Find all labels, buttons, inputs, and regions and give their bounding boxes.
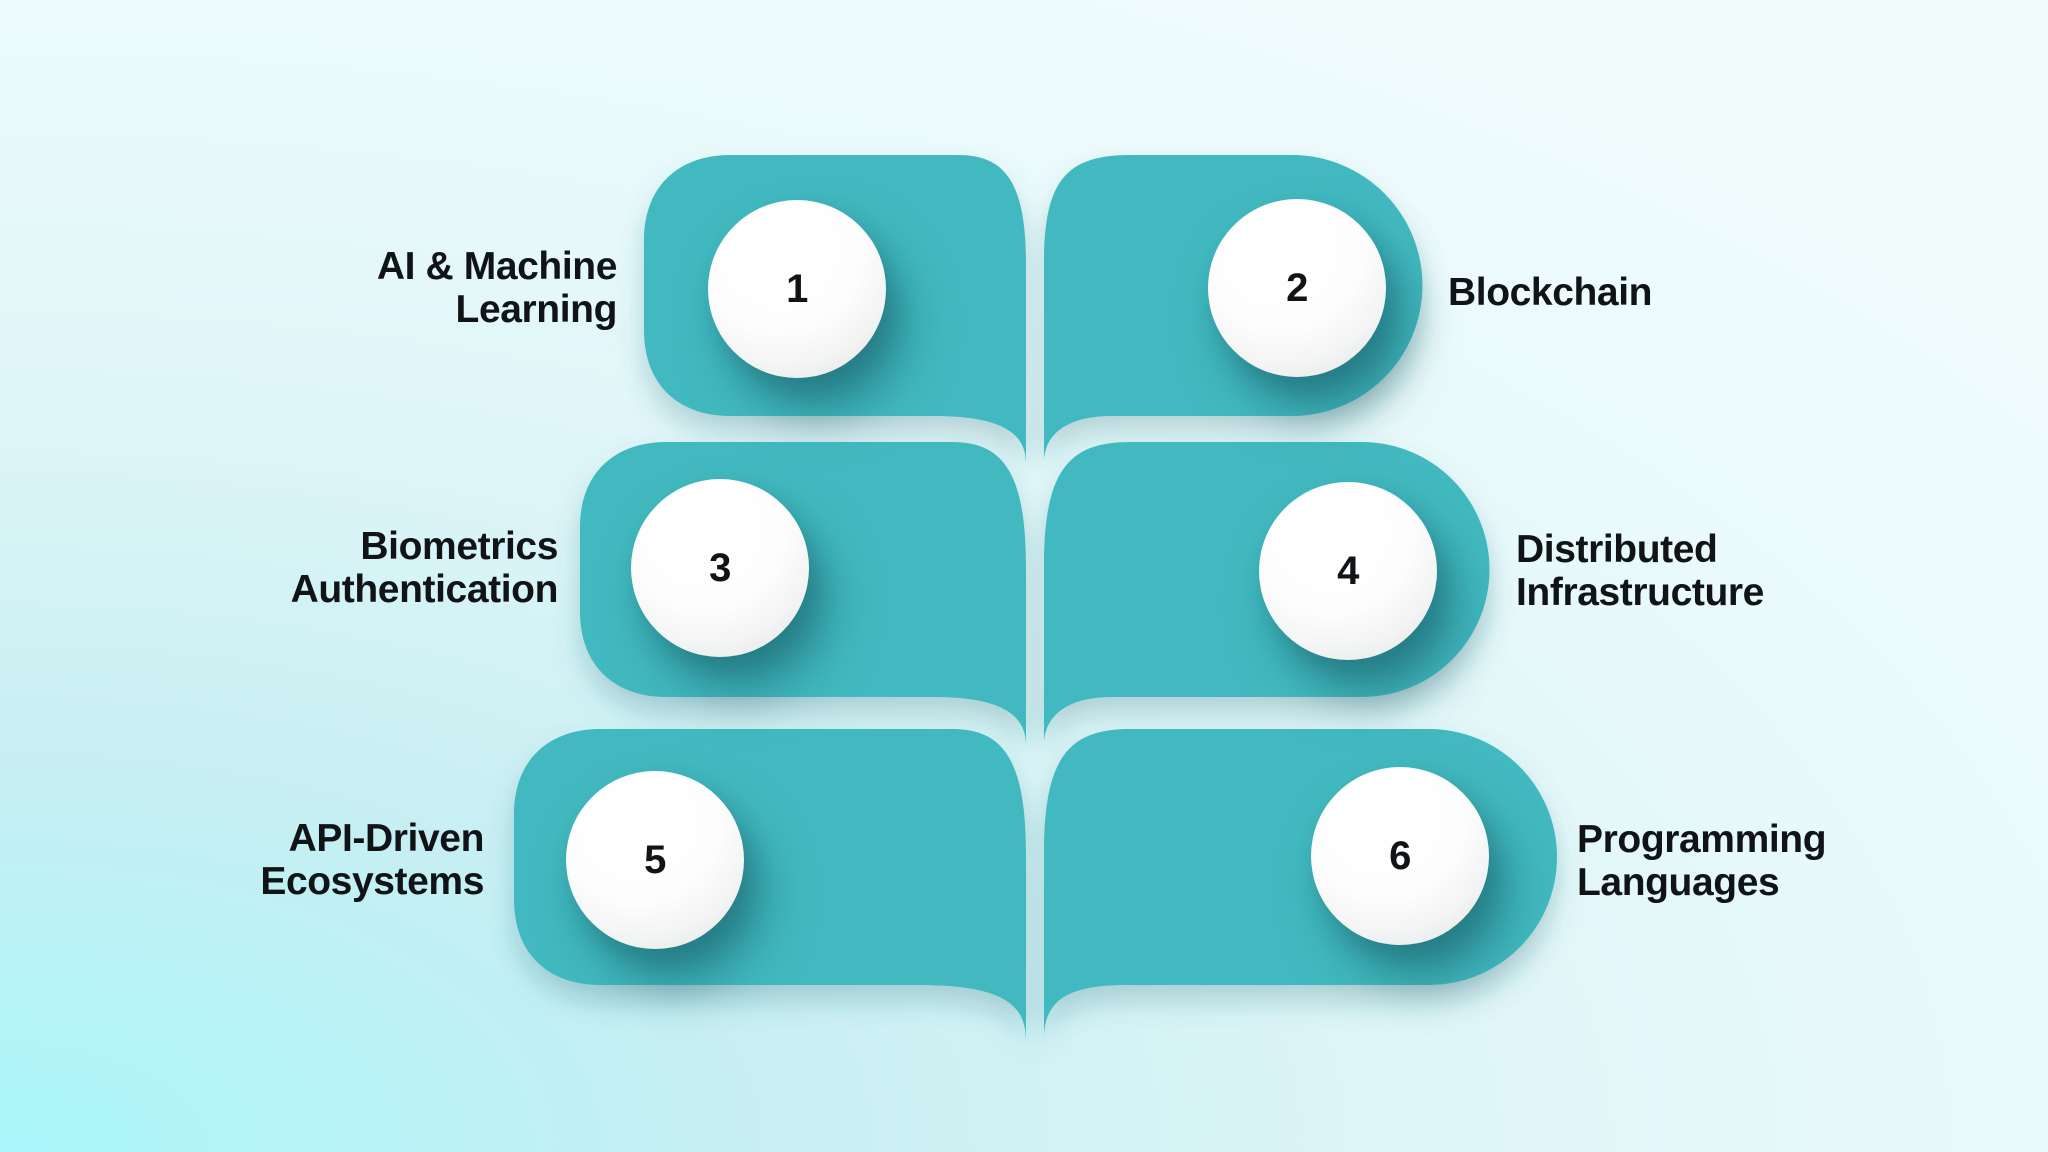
label-line: Ecosystems	[260, 860, 484, 903]
step-number-2: 2	[1286, 265, 1308, 310]
label-line: Languages	[1577, 861, 1780, 904]
step-label-distributed-infrastructure: Distributed Infrastructure	[1516, 528, 1764, 614]
step-number-3: 3	[709, 545, 731, 590]
label-line: Blockchain	[1448, 271, 1653, 314]
label-line: AI & Machine	[376, 245, 617, 288]
label-line: Distributed	[1516, 528, 1718, 571]
step-number-4: 4	[1337, 548, 1359, 593]
label-line: Infrastructure	[1516, 571, 1764, 614]
step-label-blockchain: Blockchain	[1448, 271, 1652, 314]
step-circle-5: 5	[566, 771, 744, 949]
step-label-programming-languages: Programming Languages	[1577, 818, 1827, 904]
label-line: Learning	[455, 288, 618, 331]
step-number-1: 1	[786, 266, 808, 311]
label-line: API-Driven	[288, 817, 485, 860]
step-label-biometrics-authentication: Biometrics Authentication	[290, 525, 559, 611]
label-line: Biometrics	[360, 525, 558, 568]
step-circle-6: 6	[1311, 767, 1489, 945]
step-circle-2: 2	[1208, 199, 1386, 377]
step-circle-4: 4	[1259, 482, 1437, 660]
step-circle-1: 1	[708, 200, 886, 378]
step-circle-3: 3	[631, 479, 809, 657]
step-number-6: 6	[1389, 833, 1411, 878]
step-label-api-driven-ecosystems: API-Driven Ecosystems	[260, 817, 484, 903]
step-number-5: 5	[644, 837, 666, 882]
step-label-ai-machine-learning: AI & Machine Learning	[377, 245, 617, 331]
label-line: Programming	[1577, 818, 1827, 861]
label-line: Authentication	[290, 568, 559, 611]
